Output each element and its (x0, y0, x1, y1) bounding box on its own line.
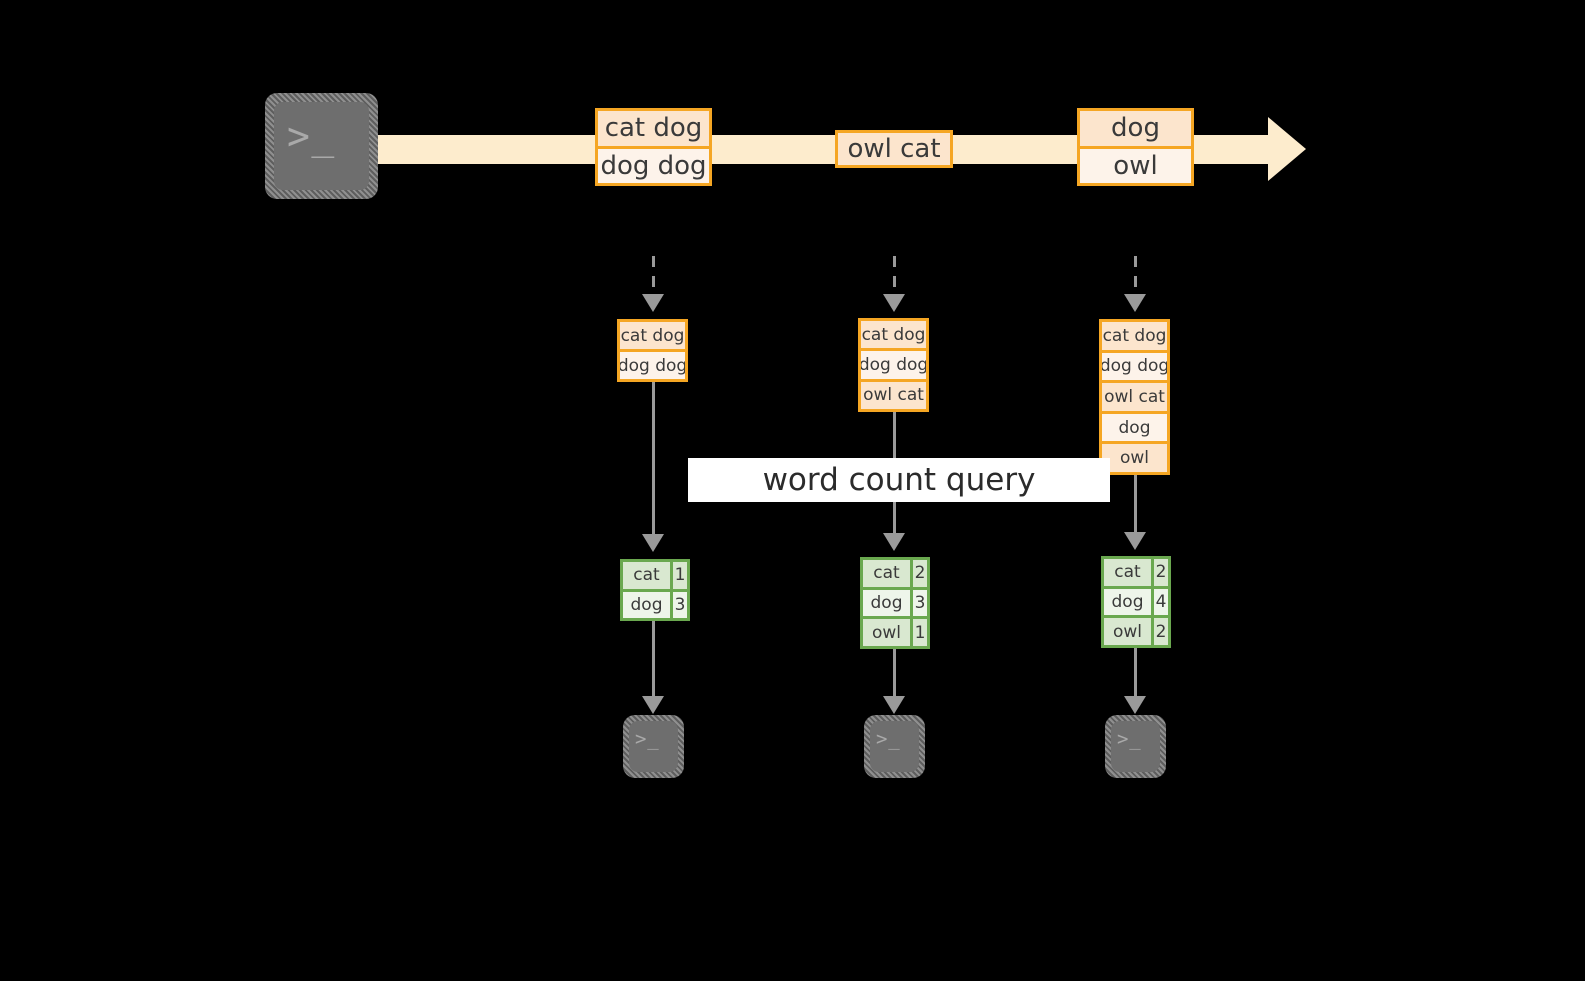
snapshot-3-sink-line (1134, 648, 1137, 699)
snapshot-3-sink-terminal-icon[interactable]: >_ (1105, 715, 1166, 778)
result-word: owl (863, 619, 910, 646)
snapshot-3-query-arrowhead-icon (1124, 532, 1146, 550)
table-row: cat 2 (1104, 559, 1168, 586)
table-row: dog 4 (1104, 585, 1168, 616)
stream-record-line: dog dog (598, 145, 709, 183)
snapshot-1-result-table[interactable]: cat 1 dog 3 (620, 559, 690, 621)
result-count: 1 (910, 619, 927, 646)
state-line: owl (1102, 441, 1167, 472)
snapshot-2-result-table[interactable]: cat 2 dog 3 owl 1 (860, 557, 930, 649)
stream-record-line: cat dog (598, 111, 709, 146)
terminal-body (629, 721, 678, 772)
stream-record-line: owl (1080, 145, 1191, 183)
result-count: 3 (910, 589, 927, 617)
snapshot-3-result-table[interactable]: cat 2 dog 4 owl 2 (1101, 556, 1171, 648)
terminal-body (1111, 721, 1160, 772)
snapshot-3-trigger-line (1134, 256, 1137, 296)
terminal-prompt-glyph: >_ (635, 728, 660, 750)
snapshot-3-query-line (1134, 475, 1137, 536)
snapshot-2-query-arrowhead-icon (883, 533, 905, 551)
table-row: cat 1 (623, 562, 687, 589)
result-count: 2 (910, 560, 927, 587)
state-line: dog dog (861, 348, 926, 379)
table-row: dog 3 (863, 586, 927, 617)
snapshot-1-sink-arrowhead-icon (642, 696, 664, 714)
result-count: 1 (670, 562, 687, 589)
snapshot-3-trigger-arrowhead-icon (1124, 294, 1146, 312)
state-line: owl cat (1102, 380, 1167, 411)
snapshot-1-sink-line (652, 621, 655, 699)
result-count: 2 (1151, 618, 1168, 645)
state-line: dog dog (620, 349, 685, 379)
stream-arrowhead-icon (1268, 117, 1306, 181)
source-terminal-icon[interactable]: >_ (265, 93, 378, 199)
result-count: 2 (1151, 559, 1168, 586)
stream-record-2[interactable]: owl cat (835, 130, 953, 168)
result-word: cat (1104, 559, 1151, 586)
snapshot-2-trigger-arrowhead-icon (883, 294, 905, 312)
stream-record-line: owl cat (838, 133, 950, 165)
state-line: owl cat (861, 378, 926, 409)
snapshot-2-state-box[interactable]: cat dog dog dog owl cat (858, 318, 929, 412)
result-word: dog (623, 591, 670, 618)
terminal-prompt-glyph: >_ (287, 114, 336, 158)
table-row: owl 1 (863, 616, 927, 646)
result-word: owl (1104, 618, 1151, 645)
snapshot-2-sink-arrowhead-icon (883, 696, 905, 714)
query-label: word count query (688, 458, 1110, 502)
snapshot-1-state-box[interactable]: cat dog dog dog (617, 319, 688, 382)
terminal-body (870, 721, 919, 772)
table-row: dog 3 (623, 588, 687, 618)
result-word: dog (863, 589, 910, 617)
stream-record-3[interactable]: dog owl (1077, 108, 1194, 186)
terminal-prompt-glyph: >_ (1117, 728, 1142, 750)
table-row: owl 2 (1104, 615, 1168, 645)
snapshot-1-query-arrowhead-icon (642, 534, 664, 552)
result-word: cat (863, 560, 910, 587)
snapshot-2-trigger-line (893, 256, 896, 296)
state-line: cat dog (620, 322, 685, 349)
snapshot-1-query-line (652, 382, 655, 537)
result-count: 3 (670, 591, 687, 618)
stream-record-1[interactable]: cat dog dog dog (595, 108, 712, 186)
stream-record-line: dog (1080, 111, 1191, 146)
terminal-body (274, 102, 369, 190)
result-word: cat (623, 562, 670, 589)
snapshot-2-sink-line (893, 649, 896, 699)
snapshot-1-trigger-line (652, 256, 655, 296)
state-line: cat dog (861, 321, 926, 349)
terminal-prompt-glyph: >_ (876, 728, 901, 750)
snapshot-2-sink-terminal-icon[interactable]: >_ (864, 715, 925, 778)
result-word: dog (1104, 588, 1151, 616)
snapshot-1-sink-terminal-icon[interactable]: >_ (623, 715, 684, 778)
state-line: dog (1102, 410, 1167, 442)
state-line: cat dog (1102, 322, 1167, 350)
query-label-text: word count query (762, 462, 1036, 498)
snapshot-3-state-box[interactable]: cat dog dog dog owl cat dog owl (1099, 319, 1170, 475)
state-line: dog dog (1102, 349, 1167, 381)
snapshot-3-sink-arrowhead-icon (1124, 696, 1146, 714)
result-count: 4 (1151, 588, 1168, 616)
table-row: cat 2 (863, 560, 927, 587)
snapshot-1-trigger-arrowhead-icon (642, 294, 664, 312)
